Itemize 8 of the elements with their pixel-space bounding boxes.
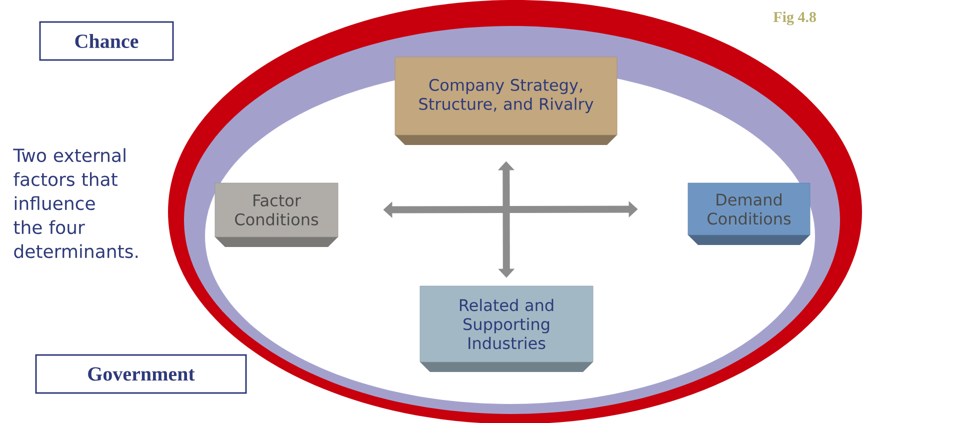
note-text: Two external factors that influence the four determinants. xyxy=(13,148,138,258)
factor-box: Government xyxy=(35,354,247,394)
determinant-box: Related and Supporting Industries xyxy=(420,286,594,372)
figure-number: Fig 4.8 xyxy=(773,12,816,26)
determinant-box: Company Strategy, Structure, and Rivalry xyxy=(394,56,618,145)
determinant-box: Factor Conditions xyxy=(214,182,338,247)
determinant-box: Demand Conditions xyxy=(688,182,810,245)
factor-box: Chance xyxy=(39,21,174,61)
